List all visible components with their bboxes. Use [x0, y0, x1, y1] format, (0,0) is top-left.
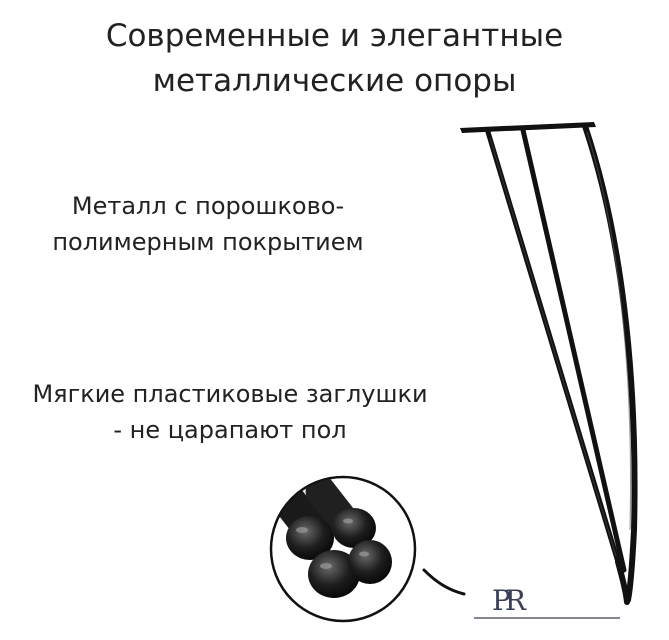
feature-metal-line-2: полимерным покрытием — [52, 228, 364, 256]
feature-plastic-caps: Мягкие пластиковые заглушки - не царапаю… — [0, 376, 460, 448]
plastic-caps-closeup — [269, 475, 417, 623]
title-line-1: Современные и элегантные — [105, 18, 564, 54]
mounting-plate — [460, 122, 596, 133]
leg-rod-foot — [615, 559, 630, 605]
brand-logo-text: PR — [492, 584, 527, 617]
feature-metal-coating: Металл с порошково- полимерным покрытием — [8, 188, 408, 260]
feature-metal-line-1: Металл с порошково- — [71, 192, 345, 220]
connector-line — [422, 568, 466, 596]
leg-rod-outer — [582, 123, 638, 603]
leg-rod-middle — [520, 127, 627, 573]
metal-leg-image — [460, 122, 638, 605]
page-title: Современные и элегантные металлические о… — [0, 14, 669, 104]
feature-caps-line-1: Мягкие пластиковые заглушки — [32, 380, 428, 408]
title-line-2: металлические опоры — [152, 63, 517, 99]
brand-logo: PR — [474, 584, 620, 619]
feature-caps-line-2: - не царапают пол — [113, 416, 347, 444]
